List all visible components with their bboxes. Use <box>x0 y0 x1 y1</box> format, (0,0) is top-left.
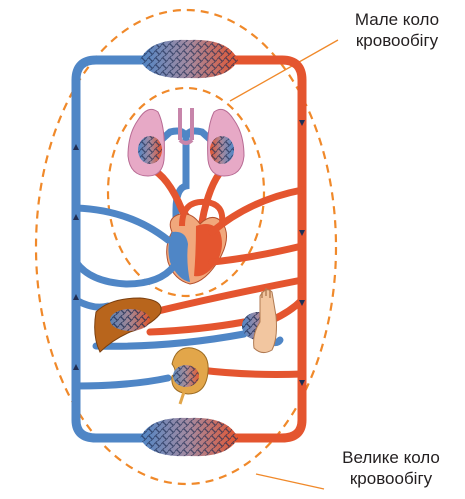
upper-body-capillary-network-icon <box>140 40 238 78</box>
aortic-branch-upper <box>212 190 302 232</box>
systemic-label-leader <box>256 474 324 489</box>
vena-cava-lower <box>76 262 174 284</box>
vena-cava-upper <box>76 208 168 240</box>
kidney-icon <box>172 348 208 404</box>
aortic-branch-middle <box>212 246 302 262</box>
systemic-circulation-label: Велике коло кровообігу <box>318 447 464 489</box>
pulmonary-label-leader <box>230 40 338 101</box>
lower-body-capillary-network-icon <box>140 418 238 456</box>
pulmonary-circulation-label: Мале коло кровообігу <box>334 9 460 51</box>
renal-artery <box>200 370 302 375</box>
renal-vein <box>76 378 168 386</box>
hepatic-artery <box>154 280 302 312</box>
liver-to-limb-artery <box>150 322 244 332</box>
